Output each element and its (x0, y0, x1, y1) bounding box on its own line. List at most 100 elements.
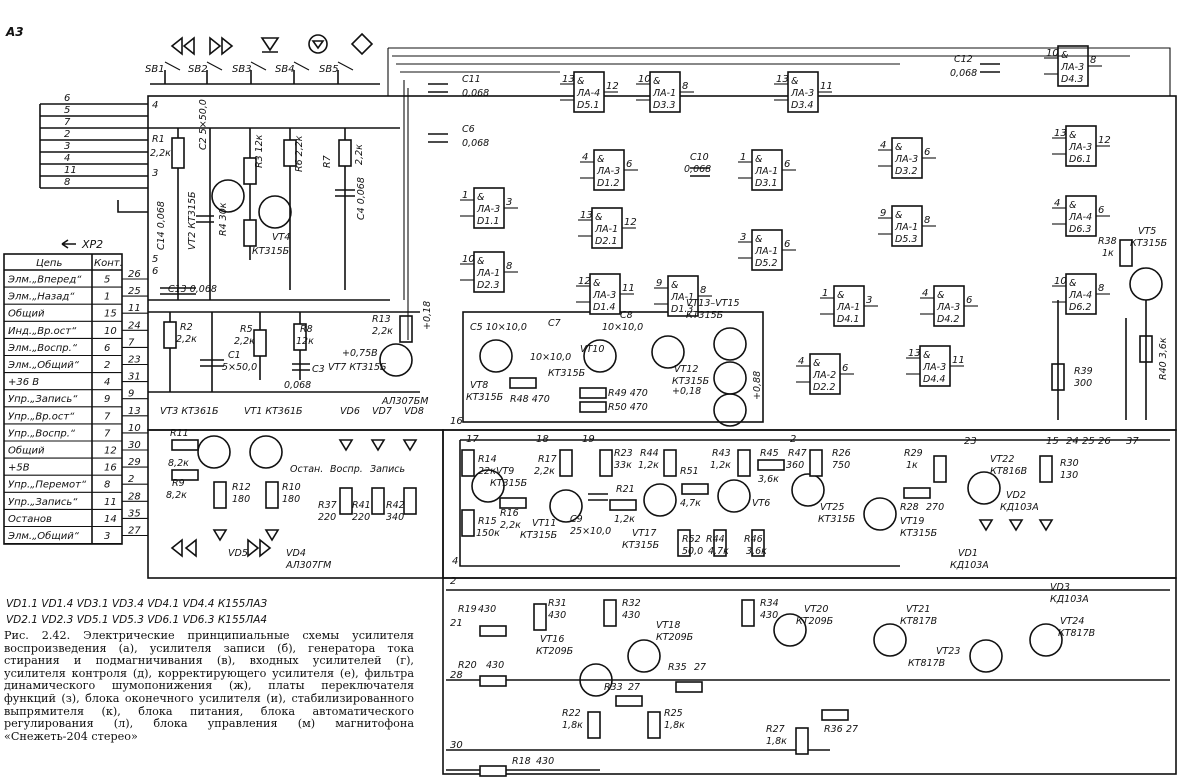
svg-text:27: 27 (694, 662, 706, 673)
svg-text:VT5: VT5 (1138, 226, 1156, 237)
svg-text:VD7: VD7 (372, 406, 392, 417)
svg-text:VT6: VT6 (752, 498, 770, 509)
gate-type: ЛА-2 (812, 370, 836, 381)
gate-type: ЛА-1 (594, 224, 618, 235)
svg-text:КД103А: КД103А (950, 560, 989, 571)
gate-ref: D1.3 (671, 304, 693, 315)
svg-text:R28: R28 (900, 502, 919, 513)
svg-text:R39: R39 (1074, 366, 1093, 377)
table-cell-contact: 5 (104, 275, 110, 286)
svg-text:16: 16 (450, 416, 463, 427)
table-cell-pin: 28 (128, 491, 141, 502)
svg-text:VT9: VT9 (496, 466, 514, 477)
svg-text:КТ816В: КТ816В (990, 466, 1027, 477)
logic-gates: &ЛА-4D5.11312&ЛА-1D3.3108&ЛА-3D3.41311&Л… (460, 45, 1111, 395)
svg-text:750: 750 (832, 460, 850, 471)
svg-text:19: 19 (582, 434, 595, 445)
svg-text:&: & (837, 290, 844, 301)
svg-text:VT4: VT4 (272, 232, 290, 243)
table-cell-circuit: Упр.„Вр.ост“ (8, 411, 75, 422)
svg-text:R29: R29 (904, 448, 923, 459)
gate-pin-out: 12 (606, 81, 619, 92)
bus-line-label: 5 (64, 105, 70, 116)
gate-type: ЛА-3 (936, 302, 960, 313)
table-cell-pin: 25 (128, 286, 141, 297)
svg-text:24: 24 (1066, 436, 1079, 447)
gate-pin-out: 8 (506, 261, 512, 272)
svg-text:R52: R52 (682, 534, 701, 545)
svg-text:&: & (671, 280, 678, 291)
svg-text:VD5: VD5 (228, 548, 248, 559)
svg-text:КТ315Б: КТ315Б (520, 530, 558, 541)
svg-text:R44: R44 (706, 534, 725, 545)
gate-ref: D4.4 (923, 374, 945, 385)
gate-pin-out: 6 (1098, 205, 1104, 216)
table-cell-contact: 10 (104, 326, 117, 337)
bus-line-label: 8 (64, 177, 70, 188)
svg-text:&: & (895, 142, 902, 153)
table-cell-pin: 31 (128, 372, 141, 383)
bus-line-label: 4 (64, 153, 70, 164)
svg-text:+0,18: +0,18 (672, 386, 701, 397)
svg-text:25: 25 (1082, 436, 1095, 447)
svg-text:&: & (597, 154, 604, 165)
table-cell-circuit: Упр.„Запись“ (8, 497, 78, 508)
gate-pin-out: 12 (624, 217, 637, 228)
logic-gate: &ЛА-1D5.236 (738, 229, 796, 271)
table-cell-circuit: Инд.„Вр.ост“ (8, 326, 77, 337)
record-icon (308, 34, 328, 54)
svg-text:VT8: VT8 (470, 380, 488, 391)
svg-text:R34: R34 (760, 598, 779, 609)
gate-pin-out: 6 (842, 363, 848, 374)
gate-type: ЛА-1 (754, 166, 778, 177)
svg-text:R8: R8 (300, 324, 313, 335)
svg-text:C4 0,068: C4 0,068 (356, 177, 367, 220)
svg-text:C10: C10 (690, 152, 709, 163)
gate-pin-in: 12 (578, 276, 591, 287)
svg-text:R12: R12 (232, 482, 251, 493)
svg-text:Запись: Запись (370, 464, 405, 475)
svg-text:R23: R23 (614, 448, 633, 459)
table-cell-contact: 9 (104, 394, 110, 405)
svg-text:АЛ307ГМ: АЛ307ГМ (285, 560, 331, 571)
gate-pin-in: 4 (582, 152, 588, 163)
svg-text:КД103А: КД103А (1000, 502, 1039, 513)
svg-text:R6 2,2к: R6 2,2к (294, 135, 305, 172)
table-cell-circuit: +36 В (8, 377, 39, 388)
svg-text:C8: C8 (620, 310, 633, 321)
gate-ref: D1.1 (477, 216, 499, 227)
table-cell-contact: 16 (104, 463, 117, 474)
svg-text:VT10: VT10 (580, 344, 604, 355)
gate-pin-in: 4 (922, 288, 928, 299)
svg-text:КТ315Б: КТ315Б (548, 368, 586, 379)
svg-text:C13 0,068: C13 0,068 (168, 284, 217, 295)
table-cell-contact: 7 (104, 411, 111, 422)
switch-label-2: SB3 (232, 64, 252, 75)
svg-text:50,0: 50,0 (682, 546, 703, 557)
svg-text:2,2к: 2,2к (176, 334, 197, 345)
svg-text:&: & (895, 210, 902, 221)
logic-gate: &ЛА-1D1.398 (654, 275, 712, 317)
gate-type: ЛА-3 (476, 204, 500, 215)
bus-line-label: 6 (64, 93, 70, 104)
svg-text:R20: R20 (458, 660, 477, 671)
gate-type: ЛА-3 (1060, 62, 1084, 73)
gate-type: ЛА-1 (894, 222, 918, 233)
indicator-board-outline (147, 429, 444, 579)
bus-line-label: 7 (64, 117, 71, 128)
gate-pin-out: 11 (622, 283, 635, 294)
svg-text:R18: R18 (512, 756, 531, 767)
svg-text:&: & (813, 358, 820, 369)
svg-text:VT19: VT19 (900, 516, 924, 527)
figure-caption: Рис. 2.42. Электрические принципиальные … (4, 629, 414, 743)
gate-ref: D5.3 (895, 234, 917, 245)
svg-text:430: 430 (548, 610, 566, 621)
gate-ref: D4.3 (1061, 74, 1083, 85)
